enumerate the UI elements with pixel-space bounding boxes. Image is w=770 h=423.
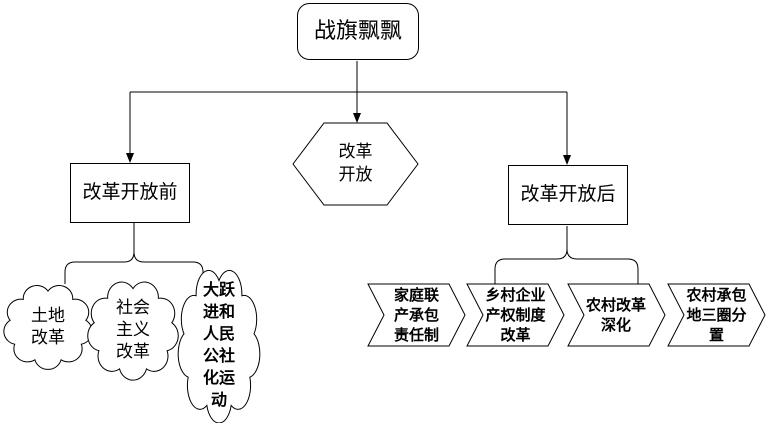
- connector-tree: [129, 61, 568, 155]
- connector-after-right: [566, 226, 639, 286]
- arrowhead-center: [353, 113, 361, 123]
- connector-after-left: [494, 226, 568, 284]
- arrowhead-after: [563, 155, 571, 165]
- chevron-node-3: [567, 283, 666, 347]
- cloud-node-2: [87, 281, 179, 381]
- connector-before-left: [64, 223, 135, 284]
- arrowhead-before: [126, 153, 134, 163]
- connector-before-right: [133, 223, 204, 280]
- after-node: [508, 165, 628, 225]
- hexagon-node: [292, 122, 419, 206]
- root-node: [297, 3, 419, 60]
- before-node: [70, 163, 190, 223]
- chevron-node-2: [466, 283, 565, 347]
- cloud-node-1: [3, 285, 93, 370]
- cloud-node-3: [177, 269, 261, 423]
- chevron-node-4: [667, 283, 766, 347]
- chevron-node-1: [367, 283, 466, 347]
